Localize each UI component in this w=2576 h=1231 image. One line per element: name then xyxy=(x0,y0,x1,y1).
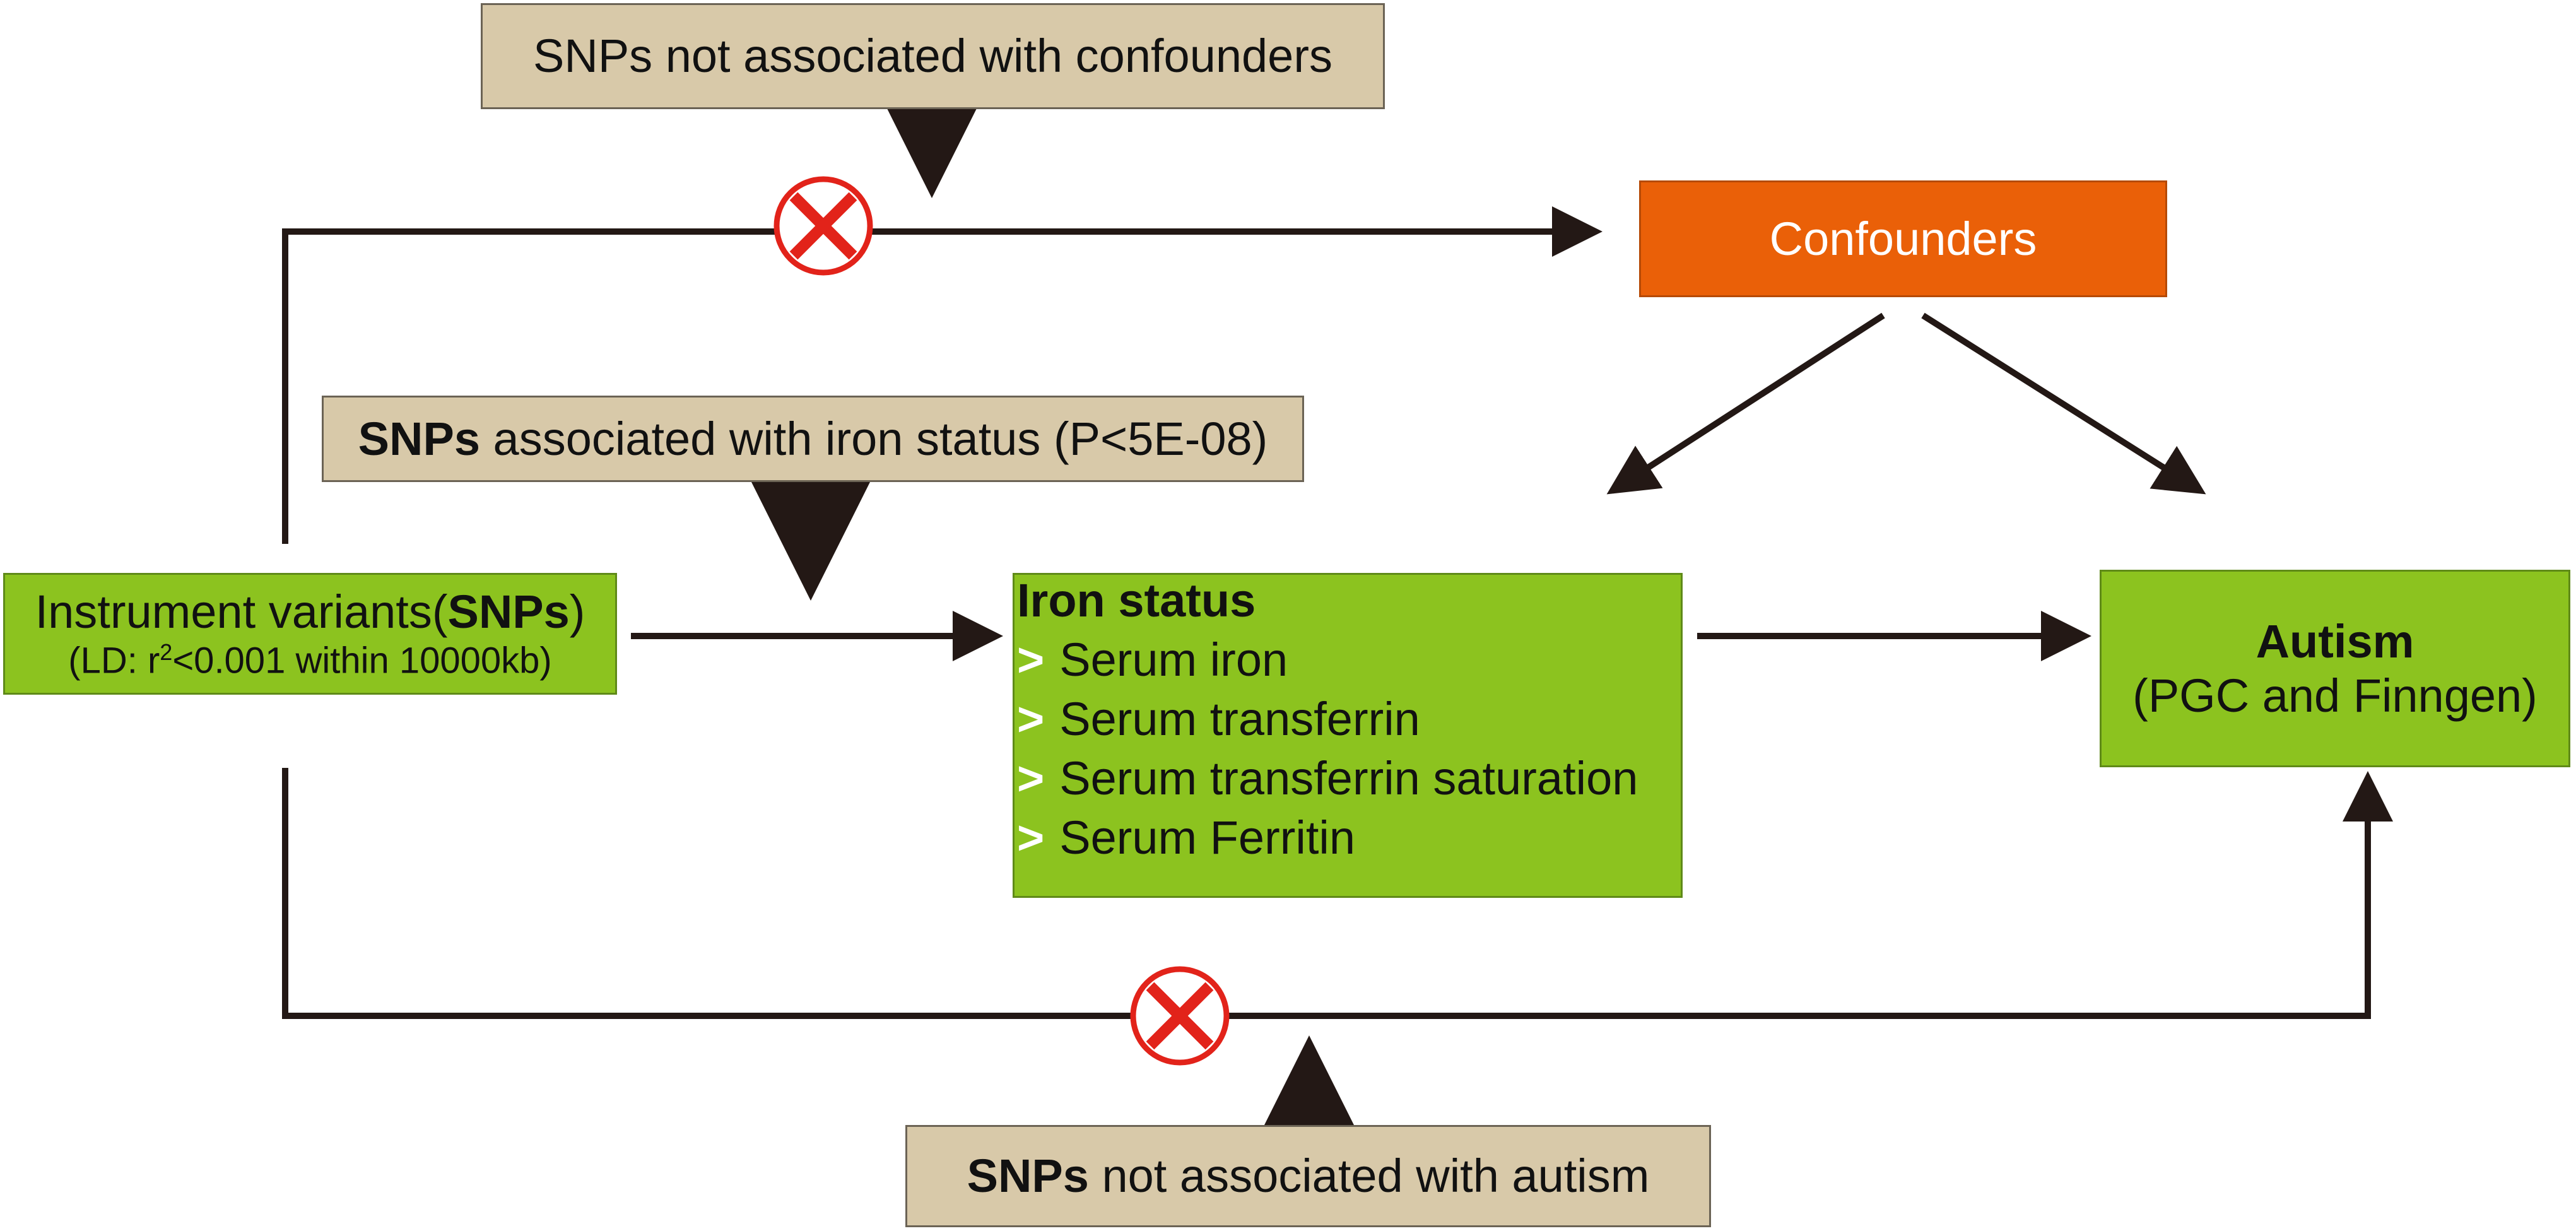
confounder-filter-label: SNPs not associated with confounders xyxy=(533,30,1332,83)
line-instruments-to-confounders xyxy=(282,206,1603,544)
instruments-line2-prefix: (LD: r xyxy=(68,640,160,681)
confounders-box: Confounders xyxy=(1639,180,2167,297)
instruments-line2: (LD: r2<0.001 within 10000kb) xyxy=(68,639,551,683)
bullet-icon: > xyxy=(1017,633,1045,686)
iron-filter-box: SNPs associated with iron status (P<5E-0… xyxy=(322,396,1304,482)
iron-filter-label: SNPs associated with iron status (P<5E-0… xyxy=(358,412,1268,466)
iron-status-item: > Serum transferrin xyxy=(1017,690,1638,749)
instruments-line2-sup: 2 xyxy=(160,639,173,666)
arrow-confounders-to-autism xyxy=(1921,312,2206,495)
autism-subtitle: (PGC and Finngen) xyxy=(2132,669,2538,722)
instruments-line1-suffix: ) xyxy=(569,585,585,638)
iron-filter-bold: SNPs xyxy=(358,412,480,465)
iron-status-title: Iron status xyxy=(1017,574,1256,627)
iron-status-item-label: Serum transferrin xyxy=(1059,693,1420,745)
iron-status-item: > Serum Ferritin xyxy=(1017,808,1638,868)
confounders-label: Confounders xyxy=(1769,212,2037,265)
line-instruments-to-autism xyxy=(282,768,2393,1019)
bullet-icon: > xyxy=(1017,693,1045,745)
iron-status-item-label: Serum Ferritin xyxy=(1059,811,1355,864)
autism-filter-box: SNPs not associated with autism xyxy=(905,1125,1711,1227)
cross-icon-bottom xyxy=(1130,966,1230,1066)
cross-icon-top xyxy=(773,176,873,276)
iron-status-box xyxy=(1013,573,1683,898)
iron-filter-text: associated with iron status (P<5E-08) xyxy=(479,412,1268,465)
bullet-icon: > xyxy=(1017,811,1045,864)
iron-status-item: > Serum transferrin saturation xyxy=(1017,749,1638,808)
instruments-line1: Instrument variants(SNPs) xyxy=(35,585,585,639)
instruments-line1-prefix: Instrument variants( xyxy=(35,585,448,638)
iron-status-list: Iron status > Serum iron > Serum transferr… xyxy=(1017,571,1638,868)
instruments-box: Instrument variants(SNPs) (LD: r2<0.001 … xyxy=(3,573,617,695)
autism-box: Autism (PGC and Finngen) xyxy=(2100,570,2570,767)
instruments-line2-suffix: <0.001 within 10000kb) xyxy=(172,640,552,681)
autism-filter-label: SNPs not associated with autism xyxy=(967,1149,1650,1203)
iron-status-item-label: Serum iron xyxy=(1059,633,1288,686)
autism-title: Autism xyxy=(2255,615,2414,668)
autism-filter-bold: SNPs xyxy=(967,1150,1089,1203)
iron-status-item: > Serum iron xyxy=(1017,630,1638,690)
arrow-confounders-to-iron xyxy=(1606,312,1885,495)
bullet-icon: > xyxy=(1017,752,1045,804)
autism-filter-text: not associated with autism xyxy=(1088,1150,1650,1203)
iron-status-item-label: Serum transferrin saturation xyxy=(1059,752,1638,804)
confounder-filter-box: SNPs not associated with confounders xyxy=(481,3,1385,109)
instruments-line1-bold: SNPs xyxy=(447,585,570,638)
